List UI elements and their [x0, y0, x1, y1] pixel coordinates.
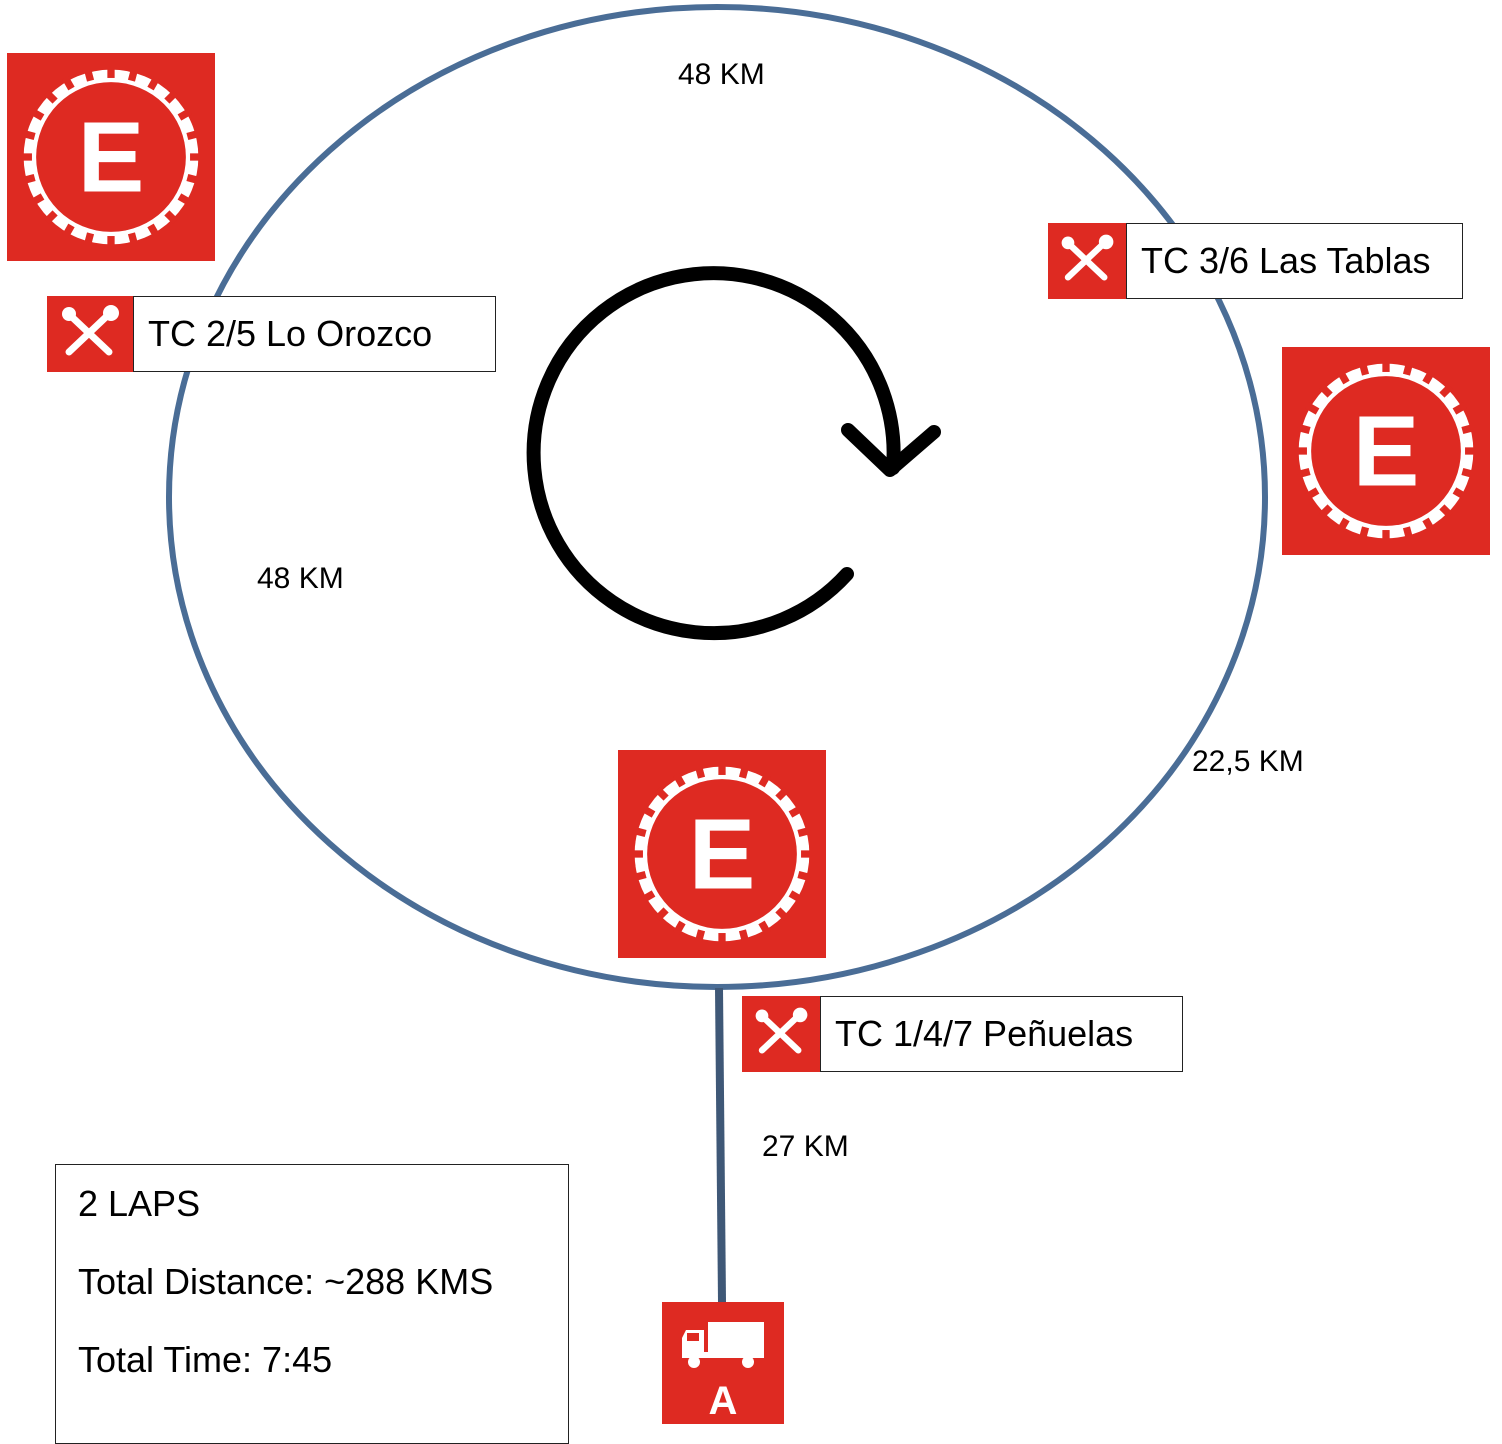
gear-notch: [1358, 526, 1370, 541]
gear-notch: [83, 67, 95, 82]
gear-notch: [62, 75, 75, 91]
gear-notch: [640, 805, 656, 818]
gear-notch: [788, 890, 804, 903]
gear-notch: [758, 772, 771, 788]
gear-notch: [1422, 369, 1435, 385]
clockwise-arrow-icon: [526, 266, 941, 641]
gear-notch: [1452, 402, 1468, 415]
gear-notch: [164, 210, 179, 225]
gear-notch: [1439, 383, 1454, 398]
total-distance: Total Distance: ~288 KMS: [78, 1261, 494, 1302]
gear-notch: [83, 232, 95, 247]
gear-notch: [1318, 504, 1333, 519]
stage-sign-top-left: E: [7, 53, 215, 261]
gear-notch: [21, 173, 36, 185]
gear-notch: [694, 764, 706, 779]
svg-text:E: E: [1353, 396, 1420, 507]
gear-notch: [738, 929, 750, 944]
gear-notch: [62, 223, 75, 239]
gear-notch: [654, 907, 669, 922]
svg-text:E: E: [689, 799, 756, 910]
gear-notch: [775, 907, 790, 922]
tc-1-4-7-label: TC 1/4/7 Peñuelas: [820, 996, 1183, 1072]
gear-notch: [127, 67, 139, 82]
gear-notch: [177, 193, 193, 206]
gear-notch: [1318, 383, 1333, 398]
gear-notch: [127, 232, 139, 247]
stage-start-gear-icon: E: [1294, 359, 1478, 543]
gear-notch: [164, 89, 179, 104]
gear-notch: [640, 890, 656, 903]
gear-notch: [1402, 361, 1414, 376]
gear-notch: [738, 764, 750, 779]
tc-2-5-label: TC 2/5 Lo Orozco: [133, 296, 496, 372]
laps-count: 2 LAPS: [78, 1183, 201, 1224]
gear-notch: [29, 193, 45, 206]
stage-loop: [166, 4, 1268, 990]
tc-1-4-7-text: TC 1/4/7 Peñuelas: [835, 1013, 1134, 1054]
gear-notch: [1452, 487, 1468, 500]
gear-notch: [43, 89, 58, 104]
gear-notch: [694, 929, 706, 944]
distance-liaison: 27 KM: [762, 1130, 849, 1163]
gear-notch: [673, 772, 686, 788]
gear-notch: [43, 210, 58, 225]
gear-notch: [147, 75, 160, 91]
gear-notch: [1402, 526, 1414, 541]
gear-notch: [177, 108, 193, 121]
time-control-sign: [1048, 223, 1127, 299]
gear-notch: [29, 108, 45, 121]
distance-right: 22,5 KM: [1192, 745, 1304, 778]
liaison-road: [715, 987, 726, 1303]
gear-notch: [1337, 517, 1350, 533]
tc-3-6-label: TC 3/6 Las Tablas: [1126, 223, 1463, 299]
gear-notch: [632, 870, 647, 882]
stage-sign-bottom: E: [618, 750, 826, 958]
gear-notch: [1304, 487, 1320, 500]
gear-notch: [1461, 467, 1476, 479]
gear-notch: [147, 223, 160, 239]
stage-sign-right: E: [1282, 347, 1490, 555]
gear-notch: [1304, 402, 1320, 415]
gear-notch: [673, 920, 686, 936]
distance-left: 48 KM: [257, 562, 344, 595]
time-control-sign: [47, 296, 134, 372]
gear-notch: [1358, 361, 1370, 376]
gear-notch: [654, 786, 669, 801]
gear-notch: [797, 870, 812, 882]
gear-notch: [632, 826, 647, 838]
gear-notch: [788, 805, 804, 818]
gear-notch: [1461, 423, 1476, 435]
wrench-screwdriver-icon: [62, 305, 119, 356]
svg-text:A: A: [709, 1379, 738, 1423]
gear-notch: [21, 129, 36, 141]
gear-notch: [775, 786, 790, 801]
service-sign: A: [662, 1302, 784, 1424]
gear-notch: [1337, 369, 1350, 385]
gear-notch: [186, 129, 201, 141]
gear-notch: [1296, 423, 1311, 435]
tc-3-6-text: TC 3/6 Las Tablas: [1141, 240, 1431, 281]
gear-notch: [797, 826, 812, 838]
wrench-screwdriver-icon: [1061, 234, 1114, 281]
gear-notch: [1296, 467, 1311, 479]
gear-notch: [186, 173, 201, 185]
tc-2-5-text: TC 2/5 Lo Orozco: [148, 313, 433, 354]
stage-start-gear-icon: E: [630, 762, 814, 946]
svg-text:E: E: [78, 102, 145, 213]
wrench-screwdriver-icon: [755, 1007, 808, 1054]
distance-top: 48 KM: [678, 58, 765, 91]
gear-notch: [758, 920, 771, 936]
time-control-sign: [742, 996, 821, 1072]
gear-notch: [1422, 517, 1435, 533]
gear-notch: [1439, 504, 1454, 519]
service-truck-icon: A: [682, 1322, 764, 1423]
total-time: Total Time: 7:45: [78, 1339, 333, 1380]
stage-start-gear-icon: E: [19, 65, 203, 249]
summary-box: 2 LAPS Total Distance: ~288 KMS Total Ti…: [55, 1164, 569, 1444]
